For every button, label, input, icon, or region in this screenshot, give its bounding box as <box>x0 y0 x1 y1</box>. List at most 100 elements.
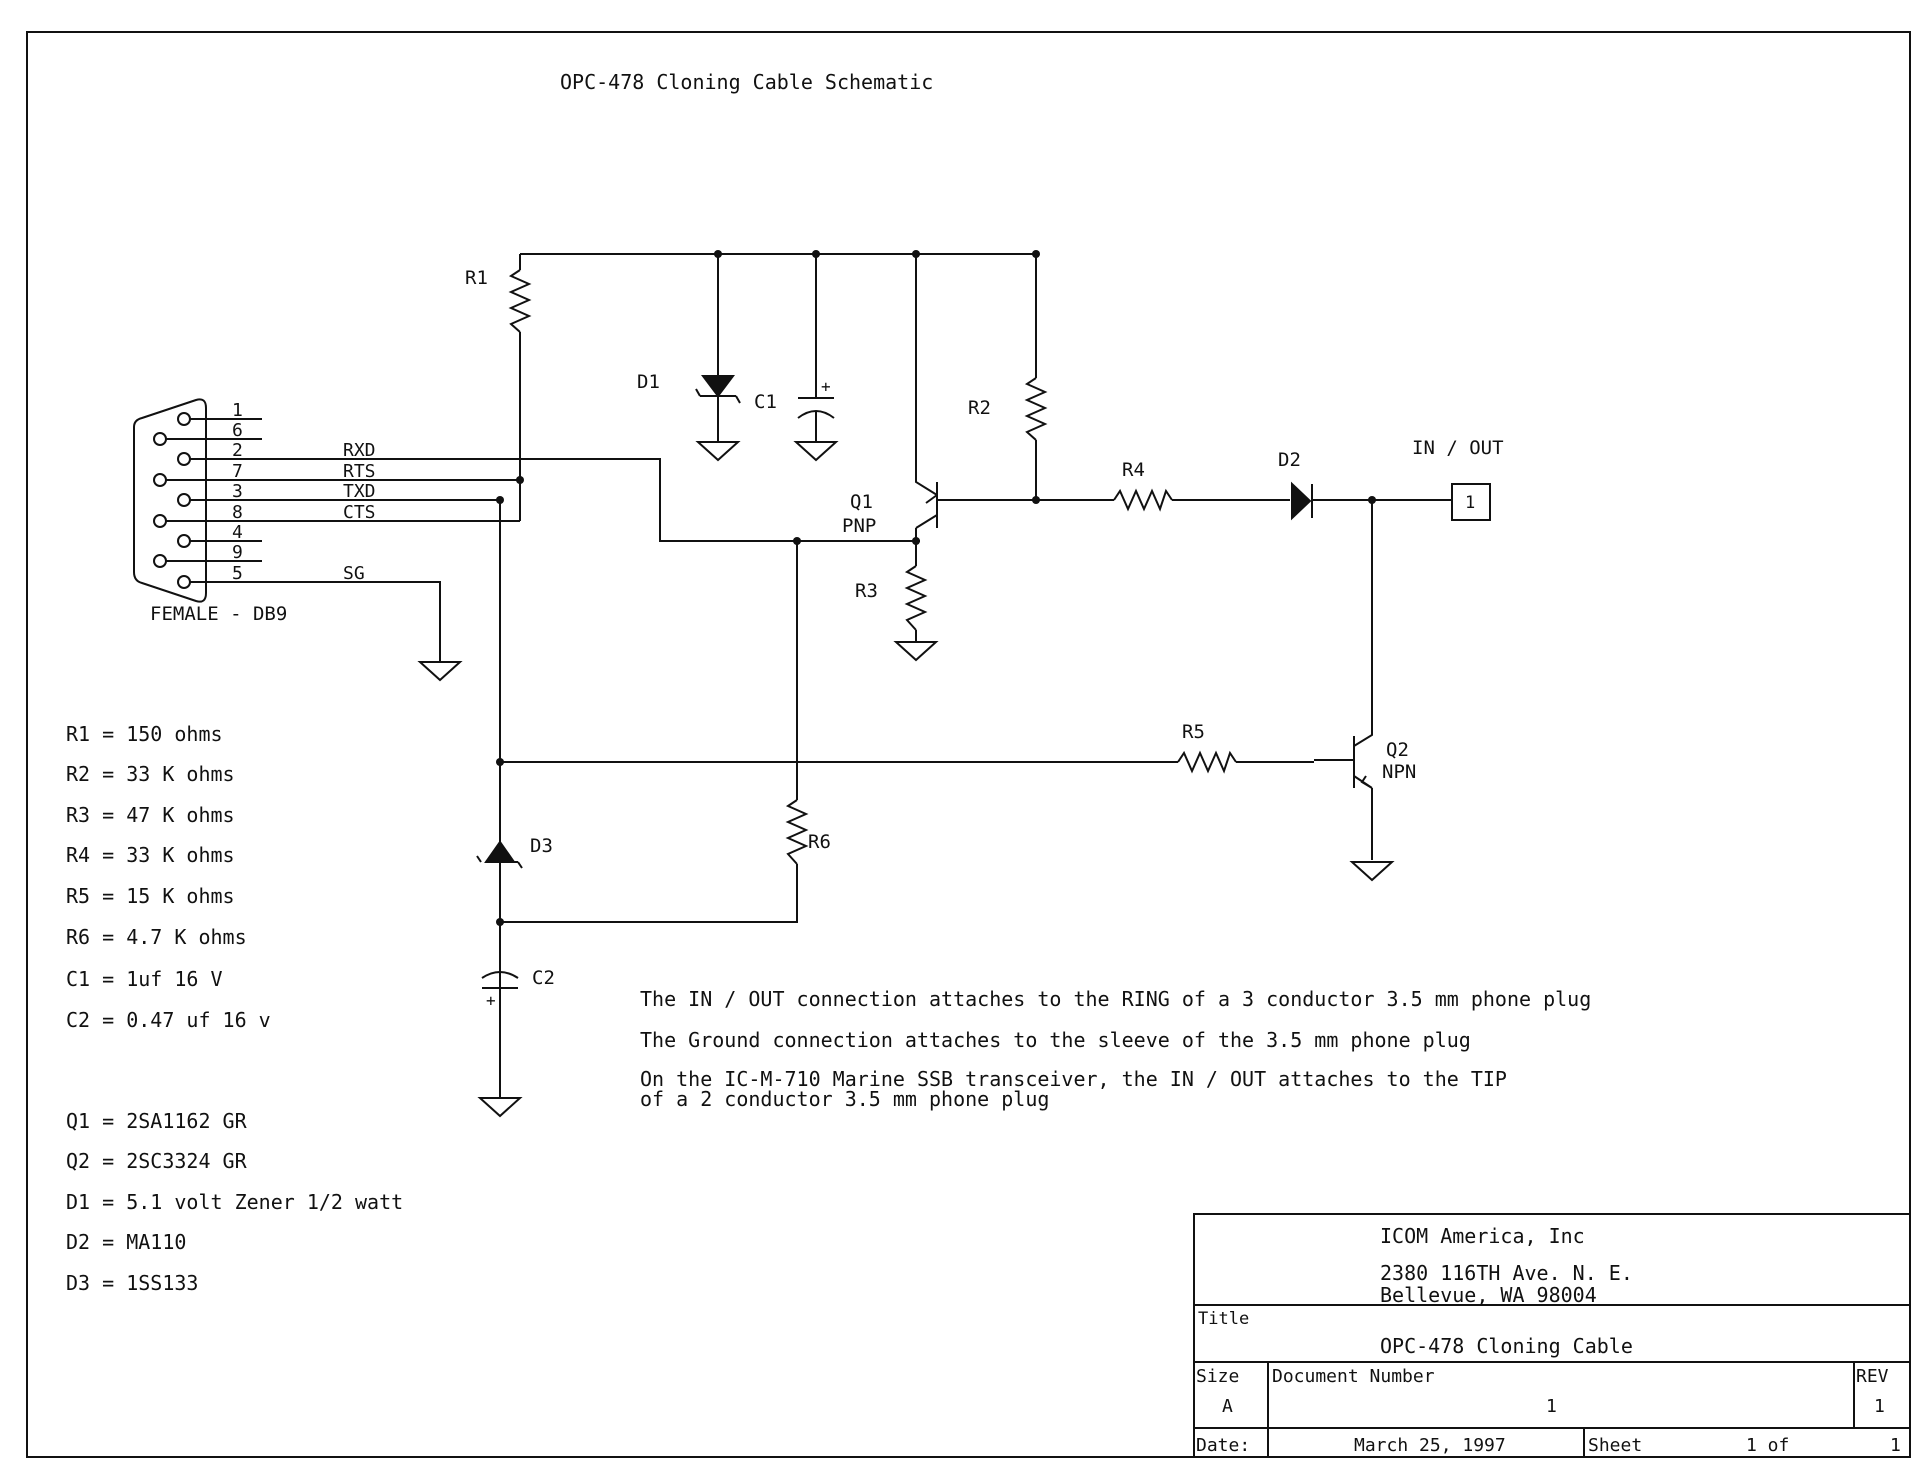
size-value: A <box>1222 1396 1233 1417</box>
zener-d1 <box>695 375 741 404</box>
svg-text:1: 1 <box>232 400 243 421</box>
svg-text:R4: R4 <box>1122 459 1145 481</box>
wire-rxd <box>262 458 920 542</box>
svg-text:NPN: NPN <box>1382 761 1416 783</box>
svg-text:+: + <box>821 377 831 396</box>
resistor-r6 <box>785 799 809 865</box>
title-value: OPC-478 Cloning Cable <box>1380 1334 1633 1358</box>
svg-text:R2: R2 <box>968 397 991 419</box>
ground-c2 <box>477 1097 523 1118</box>
connector-label: FEMALE - DB9 <box>150 603 287 625</box>
wire-txd <box>262 499 501 1098</box>
list-item: C1 = 1uf 16 V <box>66 967 223 991</box>
list-item: R1 = 150 ohms <box>66 722 223 746</box>
svg-text:PNP: PNP <box>842 515 876 537</box>
date-label: Date: <box>1196 1435 1250 1456</box>
svg-text:Q2: Q2 <box>1386 739 1409 761</box>
capacitor-c1 <box>797 397 835 419</box>
svg-text:The IN / OUT connection attach: The IN / OUT connection attaches to the … <box>640 987 1591 1011</box>
list-item: R3 = 47 K ohms <box>66 803 235 827</box>
list-item: R6 = 4.7 K ohms <box>66 925 247 949</box>
schematic-title: OPC-478 Cloning Cable Schematic <box>560 70 933 94</box>
wire-r6 <box>500 541 798 923</box>
rev-value: 1 <box>1874 1396 1885 1417</box>
list-item: R2 = 33 K ohms <box>66 762 235 786</box>
svg-text:RXD: RXD <box>343 440 376 461</box>
capacitor-c2 <box>481 971 519 989</box>
list-item: Q1 = 2SA1162 GR <box>66 1109 248 1133</box>
svg-text:4: 4 <box>232 522 243 543</box>
wire-q1-emitter <box>915 254 938 496</box>
ground-r3 <box>893 641 939 662</box>
svg-text:6: 6 <box>232 420 243 441</box>
svg-text:3: 3 <box>232 481 243 502</box>
company-city: Bellevue, WA 98004 <box>1380 1283 1597 1307</box>
sheet-value: 1 of <box>1746 1435 1789 1456</box>
svg-text:RTS: RTS <box>343 461 376 482</box>
svg-text:Q1: Q1 <box>850 491 873 513</box>
svg-text:SG: SG <box>343 563 365 584</box>
semiconductor-list: Q1 = 2SA1162 GR Q2 = 2SC3324 GR D1 = 5.1… <box>66 1109 403 1295</box>
svg-text:+: + <box>486 991 496 1010</box>
ground-d1 <box>695 441 741 462</box>
date-value: March 25, 1997 <box>1354 1435 1506 1456</box>
page-border <box>26 31 1911 1458</box>
title-label: Title <box>1198 1309 1249 1329</box>
svg-text:IN / OUT: IN / OUT <box>1412 437 1504 459</box>
list-item: D2 = MA110 <box>66 1230 186 1254</box>
list-item: D3 = 1SS133 <box>66 1271 198 1295</box>
svg-text:of a 2 conductor 3.5 mm phone: of a 2 conductor 3.5 mm phone plug <box>640 1087 1049 1111</box>
diode-d2 <box>1291 481 1313 521</box>
list-item: D1 = 5.1 volt Zener 1/2 watt <box>66 1190 403 1214</box>
svg-text:R1: R1 <box>465 267 488 289</box>
svg-text:C1: C1 <box>754 391 777 413</box>
svg-text:R3: R3 <box>855 580 878 602</box>
svg-text:R6: R6 <box>808 831 831 853</box>
svg-text:2: 2 <box>232 440 243 461</box>
resistor-r5 <box>1177 750 1237 774</box>
title-block: ICOM America, Inc 2380 116TH Ave. N. E. … <box>1196 1224 1901 1456</box>
svg-text:5: 5 <box>232 563 243 584</box>
svg-text:D2: D2 <box>1278 449 1301 471</box>
wire-sg <box>262 581 441 662</box>
svg-text:8: 8 <box>232 502 243 523</box>
sheet-label: Sheet <box>1588 1435 1642 1456</box>
signal-labels: RXD RTS TXD CTS SG <box>343 440 376 584</box>
transistor-q2 <box>1314 736 1373 789</box>
svg-text:The Ground connection attaches: The Ground connection attaches to the sl… <box>640 1028 1471 1052</box>
resistor-r2 <box>1024 377 1048 441</box>
company-name: ICOM America, Inc <box>1380 1224 1585 1248</box>
db9-pins <box>153 412 262 589</box>
svg-text:7: 7 <box>232 461 243 482</box>
rev-label: REV <box>1856 1366 1889 1387</box>
svg-text:CTS: CTS <box>343 502 376 523</box>
io-terminal <box>1451 483 1491 521</box>
junction-dots <box>496 250 1376 926</box>
transistor-q1 <box>915 482 1036 529</box>
svg-text:On the IC-M-710 Marine SSB tra: On the IC-M-710 Marine SSB transceiver, … <box>640 1067 1507 1091</box>
list-item: Q2 = 2SC3324 GR <box>66 1149 248 1173</box>
notes: The IN / OUT connection attaches to the … <box>640 987 1591 1111</box>
resistor-r4 <box>1113 488 1173 512</box>
component-labels: R1 D1 C1 + R2 Q1 PNP R3 R4 D2 IN / OUT 1… <box>465 267 1504 1010</box>
svg-text:C2: C2 <box>532 967 555 989</box>
ground-sg <box>417 661 463 682</box>
svg-text:R5: R5 <box>1182 721 1205 743</box>
resistor-r3 <box>904 565 928 631</box>
sheet-total: 1 <box>1890 1435 1901 1456</box>
svg-text:D3: D3 <box>530 835 553 857</box>
resistor-r1 <box>508 269 532 333</box>
ground-c1 <box>793 441 839 462</box>
size-label: Size <box>1196 1366 1239 1387</box>
svg-text:TXD: TXD <box>343 481 376 502</box>
parts-list: R1 = 150 ohms R2 = 33 K ohms R3 = 47 K o… <box>66 722 271 1032</box>
docnum-value: 1 <box>1546 1396 1557 1417</box>
list-item: R4 = 33 K ohms <box>66 843 235 867</box>
docnum-label: Document Number <box>1272 1366 1435 1387</box>
ground-q2 <box>1349 861 1395 882</box>
svg-text:9: 9 <box>232 542 243 563</box>
list-item: R5 = 15 K ohms <box>66 884 235 908</box>
svg-text:1: 1 <box>1465 493 1475 513</box>
wire-q2-collector <box>1353 500 1373 747</box>
